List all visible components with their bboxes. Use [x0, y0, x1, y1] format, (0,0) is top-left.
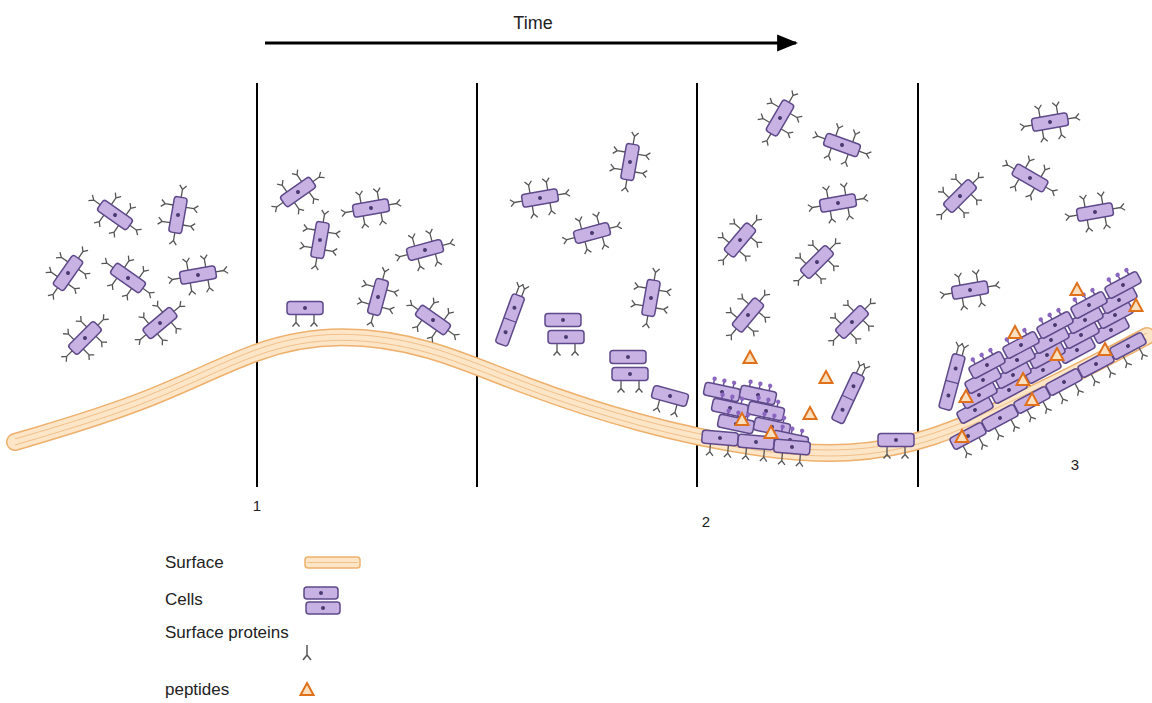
legend-text: Surface [165, 553, 224, 573]
legend-text: Surface proteins [165, 623, 289, 643]
axis-label: Time [513, 13, 552, 34]
legend-text: Cells [165, 590, 203, 610]
stage-number: 2 [702, 513, 710, 530]
legend-samples [301, 557, 361, 695]
stage-number: 1 [253, 497, 261, 514]
surface [15, 333, 1147, 456]
stage-dividers [257, 83, 918, 487]
time-arrow [265, 42, 796, 45]
legend-text: peptides [165, 680, 229, 700]
stage-number: 3 [1071, 456, 1079, 473]
cells [36, 83, 1152, 467]
peptides [736, 283, 1143, 442]
